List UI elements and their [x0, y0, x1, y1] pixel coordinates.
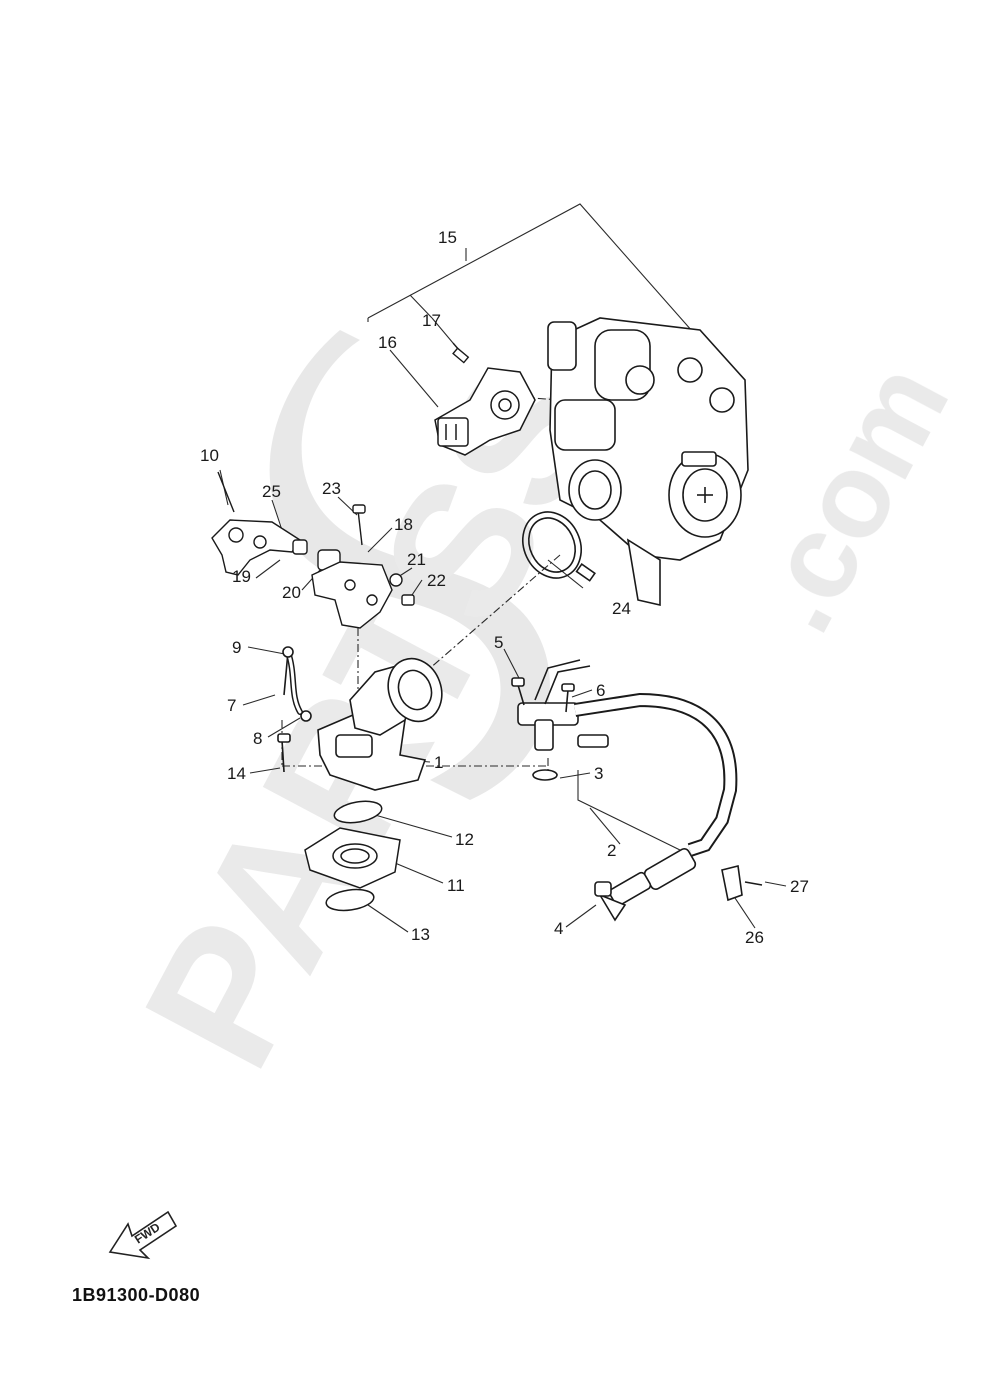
callout-5: 5 — [494, 633, 503, 652]
watermark-swoosh — [269, 330, 550, 800]
callout-17: 17 — [422, 311, 441, 330]
callout-25: 25 — [262, 482, 281, 501]
fwd-arrow-icon: FWD — [108, 1210, 178, 1260]
fuel-hose-assembly — [511, 659, 763, 922]
callout-18: 18 — [394, 515, 413, 534]
callout-4: 4 — [554, 919, 563, 938]
callout-13: 13 — [411, 925, 430, 944]
callout-3: 3 — [594, 764, 603, 783]
callout-24: 24 — [612, 599, 631, 618]
callout-7: 7 — [227, 696, 236, 715]
callout-9: 9 — [232, 638, 241, 657]
callout-numbers: 1 2 3 4 5 6 7 8 9 10 11 12 13 14 15 16 1… — [200, 228, 809, 947]
gaskets — [304, 800, 401, 912]
callout-22: 22 — [427, 571, 446, 590]
watermark-suffix: .com — [725, 342, 975, 652]
callout-12: 12 — [455, 830, 474, 849]
callout-16: 16 — [378, 333, 397, 352]
intake-manifold — [277, 646, 443, 791]
callout-27: 27 — [790, 877, 809, 896]
callout-15: 15 — [438, 228, 457, 247]
callout-23: 23 — [322, 479, 341, 498]
callout-26: 26 — [745, 928, 764, 947]
throttle-body-assembly — [547, 317, 749, 607]
callout-11: 11 — [447, 876, 465, 895]
callout-8: 8 — [253, 729, 262, 748]
callout-20: 20 — [282, 583, 301, 602]
diagram-code: 1B91300-D080 — [72, 1285, 201, 1305]
callout-19: 19 — [232, 567, 251, 586]
throttle-sensor — [434, 367, 536, 456]
callout-1: 1 — [434, 753, 443, 772]
callout-14: 14 — [227, 764, 246, 783]
callout-2: 2 — [607, 841, 616, 860]
callout-21: 21 — [407, 550, 426, 569]
bracket-assembly — [211, 471, 415, 629]
callout-6: 6 — [596, 681, 605, 700]
screw-17 — [452, 342, 470, 364]
callout-10: 10 — [200, 446, 219, 465]
hose-clamp — [522, 511, 596, 582]
